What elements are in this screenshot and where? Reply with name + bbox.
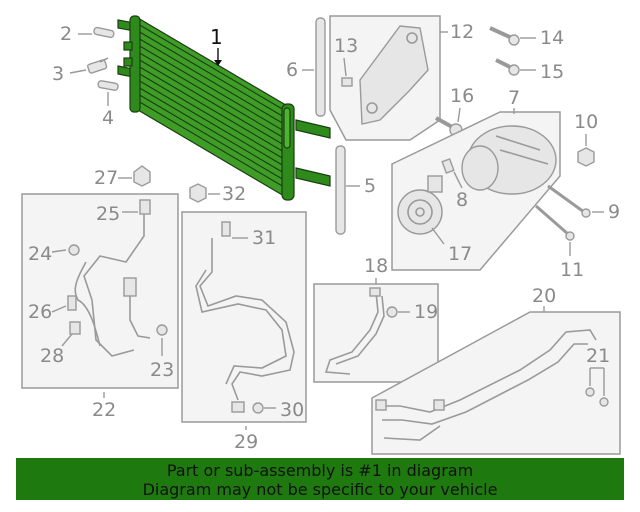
seal-strip-part-6[interactable] <box>315 17 326 117</box>
svg-text:11: 11 <box>560 259 584 281</box>
svg-text:24: 24 <box>28 243 52 265</box>
svg-text:14: 14 <box>540 27 564 49</box>
callout-20: 20 <box>532 285 556 312</box>
callout-17: 17 <box>431 227 472 265</box>
svg-text:5: 5 <box>364 175 376 197</box>
callout-26: 26 <box>28 301 67 323</box>
banner-line-2: Diagram may not be specific to your vehi… <box>142 480 498 499</box>
callout-12: 12 <box>440 21 474 43</box>
sensor-group-18[interactable] <box>313 283 439 383</box>
svg-text:13: 13 <box>334 35 358 57</box>
bolt-part-15[interactable] <box>495 58 520 76</box>
bolt-part-9[interactable] <box>547 184 591 218</box>
svg-text:22: 22 <box>92 399 116 421</box>
svg-text:27: 27 <box>94 167 118 189</box>
callout-21: 21 <box>586 345 610 396</box>
svg-text:6: 6 <box>286 59 298 81</box>
svg-text:8: 8 <box>456 189 468 211</box>
callout-16: 16 <box>450 85 474 123</box>
callout-13: 13 <box>334 35 358 77</box>
callout-22: 22 <box>92 392 116 421</box>
svg-text:19: 19 <box>414 301 438 323</box>
pin-part-2[interactable] <box>93 26 115 39</box>
callout-14: 14 <box>520 27 564 49</box>
notice-banner: Part or sub-assembly is #1 in diagram Di… <box>16 458 624 500</box>
svg-text:29: 29 <box>234 431 258 453</box>
pin-part-4[interactable] <box>97 80 119 91</box>
callout-29: 29 <box>234 426 258 453</box>
callout-1: 1 <box>210 25 223 66</box>
cap-part-27[interactable] <box>133 165 151 187</box>
callout-11: 11 <box>560 242 584 281</box>
callout-30: 30 <box>264 399 304 421</box>
svg-text:17: 17 <box>448 243 472 265</box>
svg-text:30: 30 <box>280 399 304 421</box>
callout-9: 9 <box>592 201 620 223</box>
callout-7: 7 <box>508 87 520 114</box>
callout-6: 6 <box>286 59 314 81</box>
callout-23: 23 <box>150 338 174 381</box>
stud-part-3[interactable] <box>87 57 109 74</box>
svg-text:12: 12 <box>450 21 474 43</box>
bolt-part-11[interactable] <box>535 204 575 241</box>
svg-text:28: 28 <box>40 345 64 367</box>
pipe-group-20[interactable] <box>371 311 621 455</box>
svg-text:21: 21 <box>586 345 610 367</box>
svg-text:31: 31 <box>252 227 276 249</box>
seal-strip-part-5[interactable] <box>335 145 346 235</box>
svg-text:25: 25 <box>96 203 120 225</box>
svg-text:10: 10 <box>574 111 598 133</box>
callout-3: 3 <box>52 63 87 85</box>
line-group-29[interactable] <box>181 211 307 423</box>
svg-text:1: 1 <box>210 25 223 49</box>
svg-text:23: 23 <box>150 359 174 381</box>
condenser-part-1[interactable] <box>117 15 331 201</box>
svg-text:26: 26 <box>28 301 52 323</box>
callout-10: 10 <box>574 111 598 146</box>
callout-31: 31 <box>232 227 276 249</box>
svg-text:4: 4 <box>102 107 114 129</box>
svg-text:32: 32 <box>222 183 246 205</box>
svg-text:9: 9 <box>608 201 620 223</box>
callout-15: 15 <box>520 61 564 83</box>
svg-text:3: 3 <box>52 63 64 85</box>
bolt-part-14[interactable] <box>489 26 520 46</box>
callout-8: 8 <box>453 171 468 211</box>
svg-text:20: 20 <box>532 285 556 307</box>
callout-24: 24 <box>28 243 67 265</box>
bracket-group-12[interactable] <box>329 15 441 141</box>
svg-text:2: 2 <box>60 23 72 45</box>
svg-text:15: 15 <box>540 61 564 83</box>
banner-line-1: Part or sub-assembly is #1 in diagram <box>166 461 474 480</box>
svg-text:18: 18 <box>364 255 388 277</box>
callout-32: 32 <box>208 183 246 205</box>
callout-18: 18 <box>364 255 388 284</box>
callout-2: 2 <box>60 23 92 45</box>
callout-28: 28 <box>40 333 73 367</box>
hose-group-22[interactable] <box>21 193 179 389</box>
nut-part-10[interactable] <box>577 147 595 167</box>
svg-text:16: 16 <box>450 85 474 107</box>
callout-4: 4 <box>102 92 114 129</box>
svg-text:7: 7 <box>508 87 520 109</box>
callout-25: 25 <box>96 203 138 225</box>
callout-27: 27 <box>94 167 132 189</box>
callout-19: 19 <box>398 301 438 323</box>
cap-part-32[interactable] <box>189 183 207 203</box>
callout-5: 5 <box>346 175 376 197</box>
